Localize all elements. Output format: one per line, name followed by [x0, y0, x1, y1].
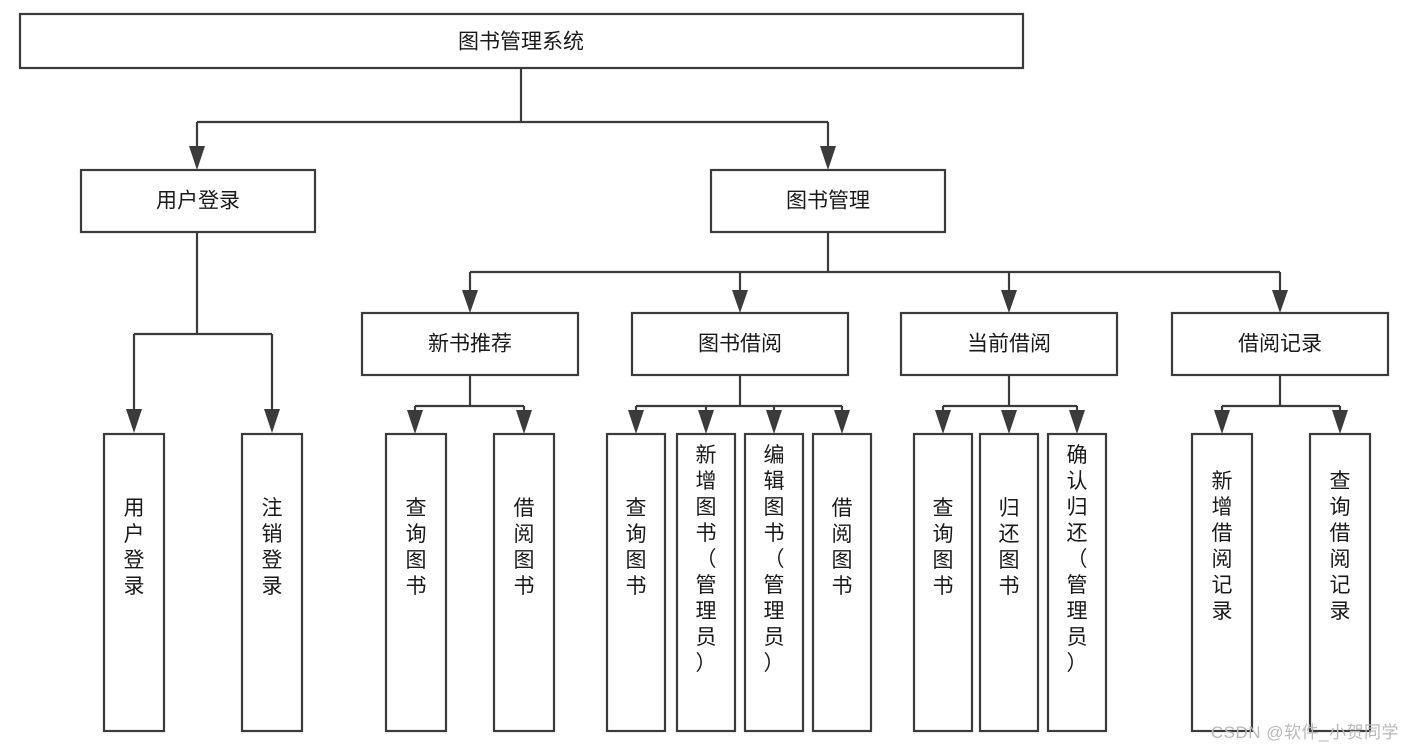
- node-book-borrow[interactable]: 图书借阅: [630, 311, 850, 377]
- leaf-add-book-label: 新增图书（管理员）: [696, 444, 717, 675]
- node-user-login-label: 用户登录: [156, 190, 240, 213]
- leaf-edit-book[interactable]: 编辑图书（管理员）: [743, 432, 805, 733]
- arrow-to-book-borrow: [732, 290, 748, 313]
- node-borrow-record-box[interactable]: [1170, 311, 1390, 377]
- arrow-to-current-borrow: [1001, 290, 1017, 313]
- leaf-logout-login-label: 注销登录: [262, 497, 283, 598]
- leaf-query-record[interactable]: 查询借阅记录: [1308, 432, 1372, 733]
- node-current-borrow-box[interactable]: [899, 311, 1119, 377]
- leaf-query-book-1-label: 查询图书: [406, 497, 427, 598]
- arrow-leaf-add-book: [698, 410, 714, 434]
- node-root[interactable]: 图书管理系统: [18, 12, 1025, 70]
- leaf-return-book-box[interactable]: [978, 432, 1040, 733]
- arrow-leaf-add-record: [1214, 410, 1230, 434]
- leaf-logout-login-box[interactable]: [240, 432, 304, 733]
- leaf-add-book-box[interactable]: [675, 432, 737, 733]
- arrow-leaf-return-book: [1001, 410, 1017, 434]
- arrow-leaf-logout-login: [264, 409, 280, 433]
- leaf-confirm-return[interactable]: 确认归还（管理员）: [1046, 432, 1108, 733]
- leaf-borrow-book-1-box[interactable]: [492, 432, 556, 733]
- node-book-manage[interactable]: 图书管理: [709, 168, 947, 234]
- node-book-borrow-label: 图书借阅: [698, 333, 782, 356]
- leaf-add-record[interactable]: 新增借阅记录: [1190, 432, 1254, 733]
- arrow-leaf-edit-book: [766, 410, 782, 434]
- arrow-leaf-query-book-3: [935, 410, 951, 434]
- leaf-query-book-2[interactable]: 查询图书: [605, 432, 667, 733]
- node-current-borrow[interactable]: 当前借阅: [899, 311, 1119, 377]
- node-book-manage-box[interactable]: [709, 168, 947, 234]
- leaf-add-record-label: 新增借阅记录: [1212, 470, 1233, 623]
- arrow-leaf-user-login: [126, 409, 142, 433]
- node-current-borrow-label: 当前借阅: [967, 333, 1051, 356]
- node-root-box[interactable]: [18, 12, 1025, 70]
- leaf-return-book[interactable]: 归还图书: [978, 432, 1040, 733]
- arrow-to-new-book-recommend: [462, 290, 478, 313]
- node-user-login[interactable]: 用户登录: [79, 168, 317, 234]
- leaf-edit-book-label: 编辑图书（管理员）: [764, 444, 785, 675]
- arrow-to-borrow-record: [1272, 290, 1288, 313]
- node-book-manage-label: 图书管理: [786, 190, 870, 213]
- arrow-leaf-query-book-1: [407, 410, 423, 434]
- node-root-label: 图书管理系统: [458, 31, 584, 54]
- leaf-query-book-3[interactable]: 查询图书: [912, 432, 974, 733]
- node-borrow-record-label: 借阅记录: [1238, 333, 1322, 356]
- leaf-borrow-book-1-label: 借阅图书: [514, 497, 535, 598]
- leaf-query-book-1-box[interactable]: [384, 432, 448, 733]
- leaf-query-record-label: 查询借阅记录: [1330, 470, 1351, 623]
- node-new-book-recommend-label: 新书推荐: [428, 333, 512, 356]
- arrow-leaf-borrow-book-2: [834, 410, 850, 434]
- leaf-return-book-label: 归还图书: [999, 497, 1020, 598]
- leaf-query-book-3-label: 查询图书: [933, 497, 954, 598]
- csdn-watermark: CSDN @软件_小贺同学: [1210, 723, 1399, 742]
- leaf-user-login-label: 用户登录: [124, 497, 145, 598]
- leaf-edit-book-box[interactable]: [743, 432, 805, 733]
- leaf-confirm-return-label: 确认归还（管理员）: [1067, 444, 1088, 675]
- arrow-to-book-manage: [820, 146, 836, 170]
- leaf-borrow-book-1[interactable]: 借阅图书: [492, 432, 556, 733]
- node-borrow-record[interactable]: 借阅记录: [1170, 311, 1390, 377]
- leaf-confirm-return-box[interactable]: [1046, 432, 1108, 733]
- leaf-borrow-book-2[interactable]: 借阅图书: [811, 432, 873, 733]
- arrow-leaf-query-book-2: [628, 410, 644, 434]
- arrow-leaf-query-record: [1332, 410, 1348, 434]
- node-user-login-box[interactable]: [79, 168, 317, 234]
- leaf-user-login[interactable]: 用户登录: [102, 432, 166, 733]
- leaf-query-book-2-label: 查询图书: [626, 497, 647, 598]
- arrow-leaf-confirm-return: [1069, 410, 1085, 434]
- leaf-query-book-3-box[interactable]: [912, 432, 974, 733]
- leaf-borrow-book-2-box[interactable]: [811, 432, 873, 733]
- leaf-logout-login[interactable]: 注销登录: [240, 432, 304, 733]
- connector-layer: [126, 68, 1348, 434]
- arrow-leaf-borrow-book-1: [516, 410, 532, 434]
- node-new-book-recommend[interactable]: 新书推荐: [360, 311, 580, 377]
- leaf-query-record-box[interactable]: [1308, 432, 1372, 733]
- leaf-add-record-box[interactable]: [1190, 432, 1254, 733]
- leaf-borrow-book-2-label: 借阅图书: [832, 497, 853, 598]
- node-book-borrow-box[interactable]: [630, 311, 850, 377]
- node-new-book-recommend-box[interactable]: [360, 311, 580, 377]
- leaf-add-book[interactable]: 新增图书（管理员）: [675, 432, 737, 733]
- arrow-to-user-login: [189, 146, 205, 170]
- leaf-user-login-box[interactable]: [102, 432, 166, 733]
- leaf-query-book-1[interactable]: 查询图书: [384, 432, 448, 733]
- leaf-query-book-2-box[interactable]: [605, 432, 667, 733]
